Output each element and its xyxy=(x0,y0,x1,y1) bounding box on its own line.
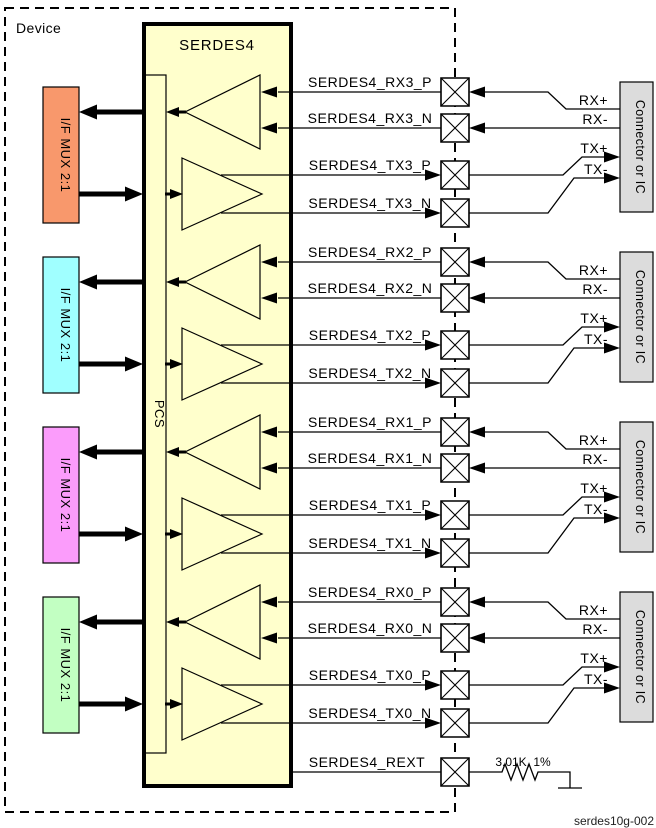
rext-group: SERDES4_REXT 3.01K, 1% xyxy=(293,754,582,789)
channel-group-3: I/F MUX 2:1 Connector or IC SERDES4_RX3_… xyxy=(42,74,654,231)
channel-group-2: I/F MUX 2:1 Connector or IC SERDES4_RX2_… xyxy=(42,244,654,401)
device-boundary xyxy=(4,7,456,813)
signal-wires xyxy=(221,261,620,384)
signal-wires xyxy=(221,431,620,554)
rx-minus-label: RX- xyxy=(582,111,608,127)
mux-arrow-shafts xyxy=(79,109,142,197)
rx-plus-label: RX+ xyxy=(579,92,608,108)
tx-p-label: SERDES4_TX1_P xyxy=(309,497,431,513)
rx-p-label: SERDES4_RX0_P xyxy=(308,584,432,600)
rx-n-label: SERDES4_RX2_N xyxy=(308,280,433,296)
rx-p-label: SERDES4_RX1_P xyxy=(308,414,432,430)
if-mux-block xyxy=(42,426,80,564)
pcs-block xyxy=(143,74,167,754)
if-mux-block xyxy=(42,86,80,224)
mux-arrow-shafts xyxy=(79,619,142,707)
tx-plus-label: TX+ xyxy=(580,480,608,496)
tx-n-label: SERDES4_TX3_N xyxy=(308,195,431,211)
tx-minus-label: TX- xyxy=(584,671,608,687)
figure-id: serdes10g-002 xyxy=(574,814,654,828)
signal-wires xyxy=(221,91,620,214)
rx-minus-label: RX- xyxy=(582,281,608,297)
device-label: Device xyxy=(16,20,61,36)
connector-label: Connector or IC xyxy=(633,100,647,194)
tx-p-label: SERDES4_TX3_P xyxy=(309,157,431,173)
rx-plus-label: RX+ xyxy=(579,432,608,448)
pin-pads xyxy=(440,247,470,398)
channel-group-0: I/F MUX 2:1 Connector or IC SERDES4_RX0_… xyxy=(42,584,654,741)
pin-pad-x-mark xyxy=(440,757,470,787)
pin-pads xyxy=(440,587,470,738)
rext-resistor-and-ground xyxy=(469,762,582,789)
if-mux-block xyxy=(42,596,80,734)
rx-plus-label: RX+ xyxy=(579,262,608,278)
pin-pad-x-marks xyxy=(440,77,470,228)
pin-pad-x-marks xyxy=(440,417,470,568)
connector-block xyxy=(619,251,654,383)
rx-n-label: SERDES4_RX3_N xyxy=(308,110,433,126)
pin-pads xyxy=(440,77,470,228)
tx-n-label: SERDES4_TX2_N xyxy=(308,365,431,381)
tx-p-label: SERDES4_TX0_P xyxy=(309,667,431,683)
pcs-label: PCS xyxy=(152,400,167,428)
rx-minus-label: RX- xyxy=(582,621,608,637)
resistor-value-label: 3.01K, 1% xyxy=(495,755,551,769)
tx-n-label: SERDES4_TX1_N xyxy=(308,535,431,551)
pin-pad-x-marks xyxy=(440,587,470,738)
tx-p-label: SERDES4_TX2_P xyxy=(309,327,431,343)
rx-plus-label: RX+ xyxy=(579,602,608,618)
tx-n-label: SERDES4_TX0_N xyxy=(308,705,431,721)
signal-wires xyxy=(221,601,620,724)
channel-group-1: I/F MUX 2:1 Connector or IC SERDES4_RX1_… xyxy=(42,414,654,571)
tx-minus-label: TX- xyxy=(584,331,608,347)
rx-minus-label: RX- xyxy=(582,451,608,467)
rx-n-label: SERDES4_RX1_N xyxy=(308,450,433,466)
connector-block xyxy=(619,421,654,553)
tx-plus-label: TX+ xyxy=(580,650,608,666)
if-mux-block xyxy=(42,256,80,394)
if-mux-label: I/F MUX 2:1 xyxy=(58,628,73,703)
pin-pad-x-marks xyxy=(440,247,470,398)
if-mux-label: I/F MUX 2:1 xyxy=(58,118,73,193)
serdes4-block xyxy=(142,22,293,788)
if-mux-label: I/F MUX 2:1 xyxy=(58,458,73,533)
connector-label: Connector or IC xyxy=(633,610,647,704)
if-mux-label: I/F MUX 2:1 xyxy=(58,288,73,363)
rx-n-label: SERDES4_RX0_N xyxy=(308,620,433,636)
tx-minus-label: TX- xyxy=(584,501,608,517)
tx-minus-label: TX- xyxy=(584,161,608,177)
tx-plus-label: TX+ xyxy=(580,310,608,326)
connector-block xyxy=(619,591,654,723)
mux-arrow-shafts xyxy=(79,279,142,367)
rx-p-label: SERDES4_RX2_P xyxy=(308,244,432,260)
rext-label: SERDES4_REXT xyxy=(309,754,425,770)
connector-label: Connector or IC xyxy=(633,270,647,364)
rx-p-label: SERDES4_RX3_P xyxy=(308,74,432,90)
connector-block xyxy=(619,81,654,213)
connector-label: Connector or IC xyxy=(633,440,647,534)
serdes4-title: SERDES4 xyxy=(179,37,255,54)
mux-arrow-shafts xyxy=(79,449,142,537)
tx-plus-label: TX+ xyxy=(580,140,608,156)
